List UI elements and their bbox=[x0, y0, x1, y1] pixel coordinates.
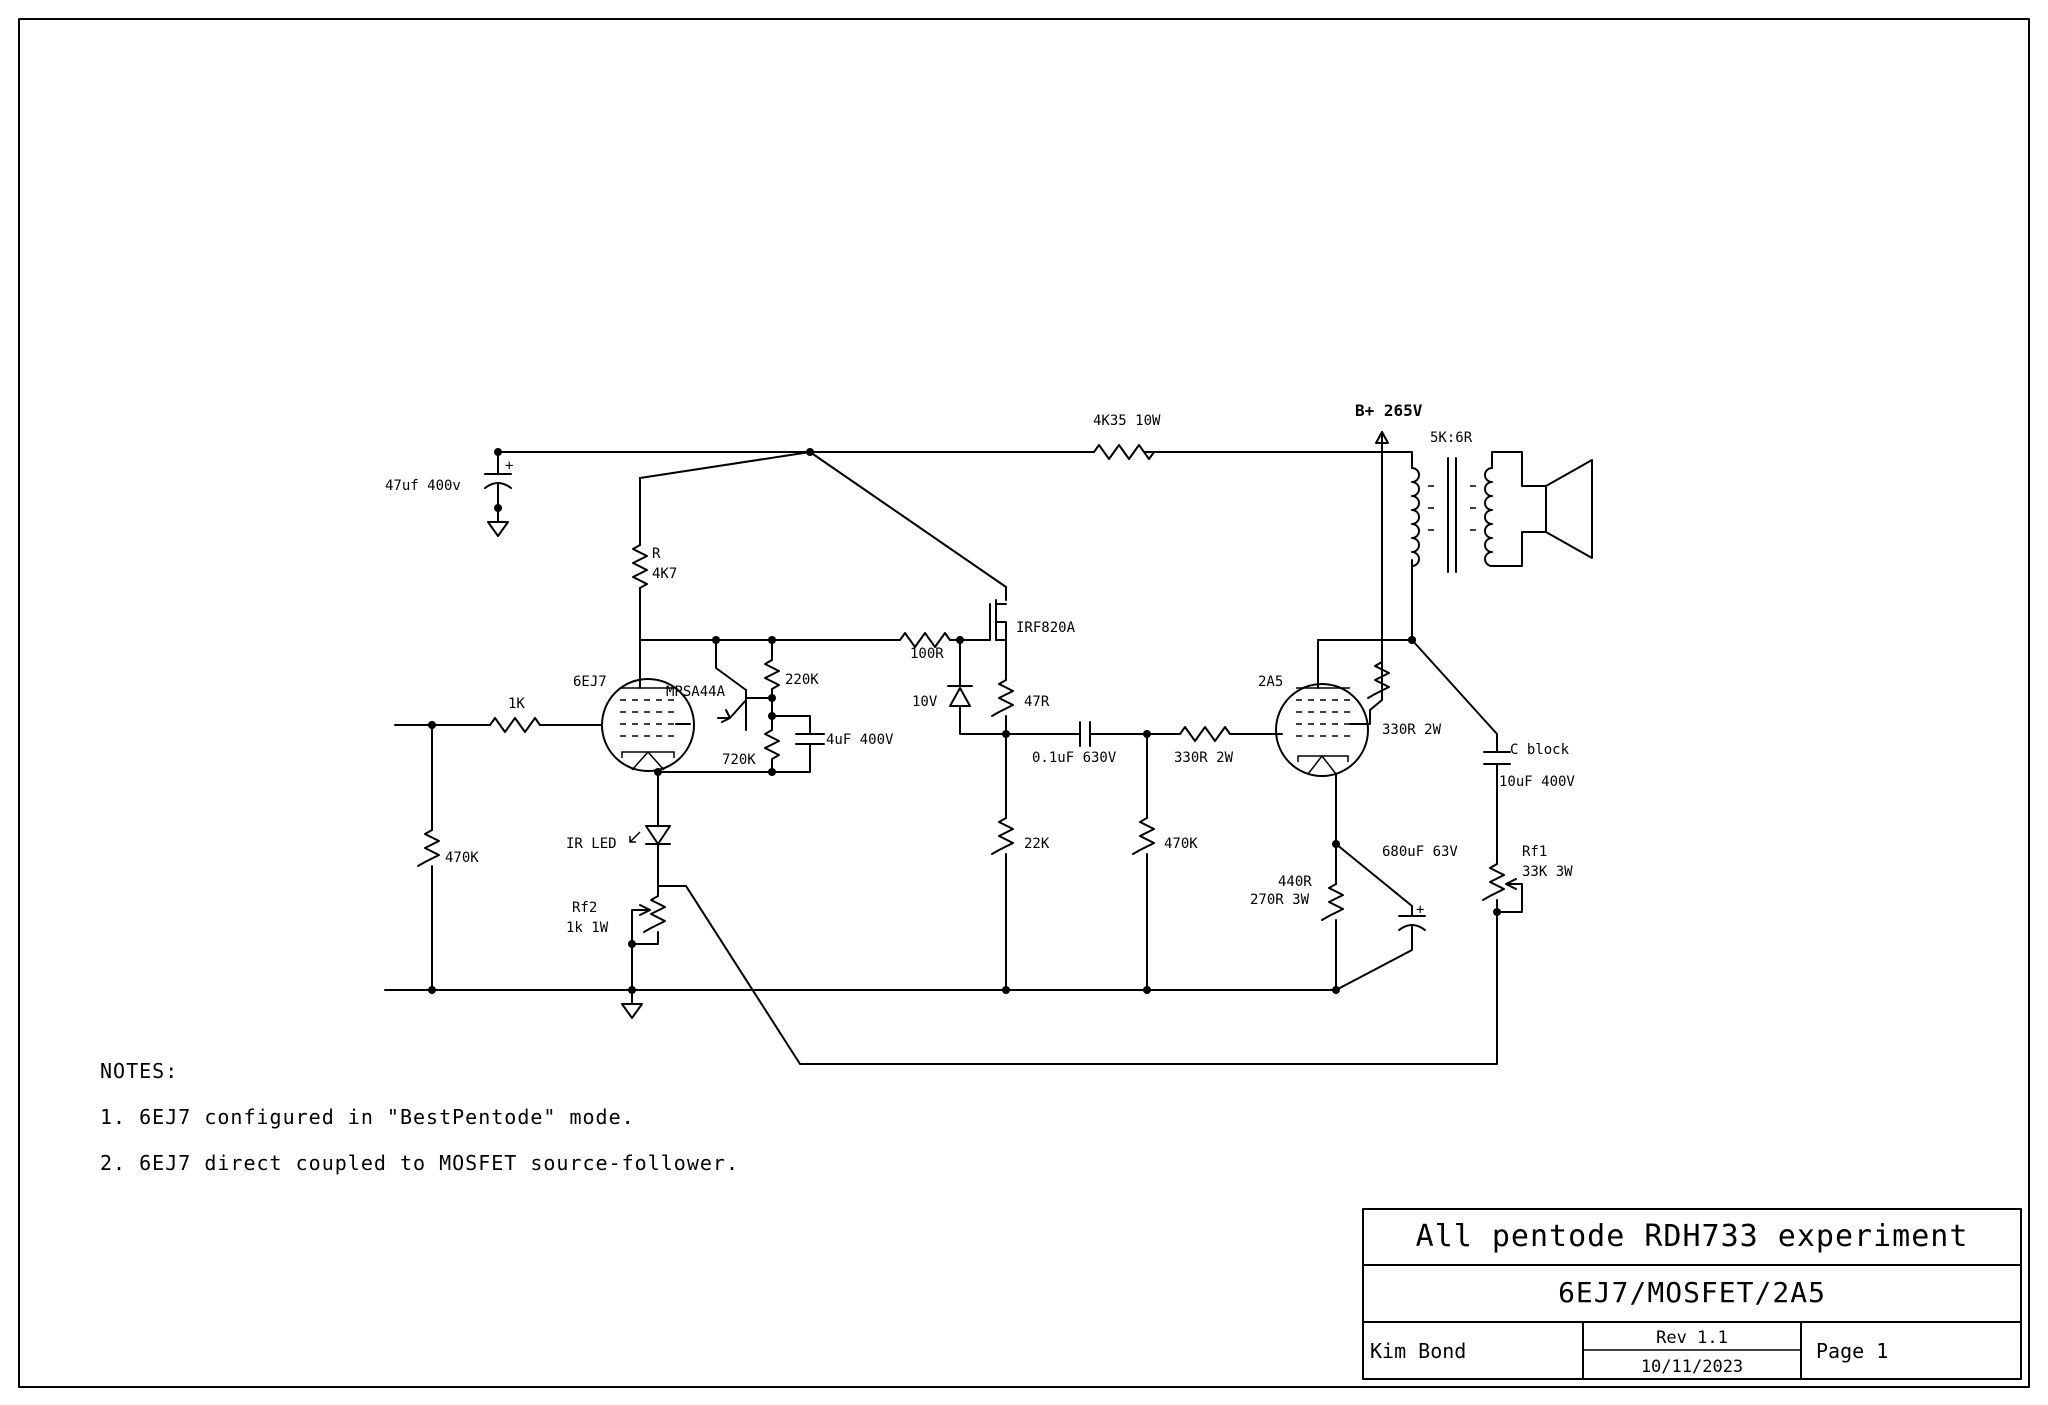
tube-6ej7 bbox=[601, 639, 695, 772]
r-720k-label: 720K bbox=[722, 752, 756, 768]
mosfet-label: IRF820A bbox=[1016, 620, 1076, 636]
rf1-potentiometer bbox=[1482, 863, 1523, 913]
rf2-label: Rf2 bbox=[572, 900, 597, 916]
c-01uf-capacitor bbox=[1005, 721, 1181, 747]
title-block-subtitle: 6EJ7/MOSFET/2A5 bbox=[1558, 1276, 1826, 1309]
r-220k-label: 220K bbox=[785, 672, 819, 688]
notes-heading: NOTES: bbox=[100, 1059, 178, 1083]
title-block bbox=[1362, 1208, 2022, 1380]
title-block-title: All pentode RDH733 experiment bbox=[1416, 1219, 1969, 1254]
r-4k35-label: 4K35 10W bbox=[1093, 413, 1161, 429]
title-block-page: Page 1 bbox=[1816, 1339, 1888, 1363]
ir-led-label: IR LED bbox=[566, 836, 617, 852]
c-47uf-plus: + bbox=[505, 458, 513, 474]
r-470k-in-label: 470K bbox=[445, 850, 479, 866]
r-4k7-resistor bbox=[632, 451, 811, 641]
title-block-author: Kim Bond bbox=[1370, 1339, 1466, 1363]
input-network bbox=[394, 717, 603, 991]
r-100r-resistor bbox=[899, 632, 951, 648]
c-47uf-label: 47uf 400v bbox=[385, 478, 461, 494]
ir-led bbox=[629, 771, 671, 887]
c-block-capacitor bbox=[1411, 639, 1511, 865]
c-680uf-capacitor bbox=[1335, 843, 1426, 991]
tube-2a5 bbox=[1275, 639, 1383, 777]
output-transformer bbox=[1381, 451, 1523, 641]
rf2-potentiometer bbox=[621, 885, 666, 1019]
rf2-value: 1k 1W bbox=[566, 920, 609, 936]
r-1k-label: 1K bbox=[508, 696, 525, 712]
b-plus-label: B+ 265V bbox=[1355, 401, 1423, 420]
c-01uf-label: 0.1uF 630V bbox=[1032, 750, 1117, 766]
c-10uf-label: 10uF 400V bbox=[1499, 774, 1575, 790]
note-1: 1. 6EJ7 configured in "BestPentode" mode… bbox=[100, 1105, 635, 1129]
r-330r-screen-label: 330R 2W bbox=[1382, 722, 1442, 738]
zener-10v bbox=[947, 685, 1007, 735]
speaker bbox=[1521, 459, 1593, 559]
r-22k-resistor bbox=[991, 733, 1014, 991]
transistor-label: MPSA44A bbox=[666, 684, 726, 700]
r-100r-label: 100R bbox=[910, 646, 944, 662]
tube-2a5-label: 2A5 bbox=[1258, 674, 1283, 690]
r-330r-grid-label: 330R 2W bbox=[1174, 750, 1234, 766]
c-4uf-label: 4uF 400V bbox=[826, 732, 894, 748]
r-220k-resistor bbox=[764, 639, 780, 701]
r-plate-name: R bbox=[652, 546, 661, 562]
title-block-revision: Rev 1.1 bbox=[1656, 1328, 1728, 1348]
c-block-label: C block bbox=[1510, 742, 1570, 758]
r-330r-grid-resistor bbox=[1179, 726, 1231, 742]
r-cathode-label-a: 440R bbox=[1278, 874, 1312, 890]
feedback-wire bbox=[657, 885, 1498, 1065]
sheet-border bbox=[18, 18, 2030, 1388]
r-22k-label: 22K bbox=[1024, 836, 1050, 852]
r-470k-grid-label: 470K bbox=[1164, 836, 1198, 852]
r-47r-resistor bbox=[991, 679, 1014, 735]
b-plus-rail bbox=[494, 444, 1383, 460]
c-680uf-plus: + bbox=[1416, 902, 1424, 918]
r-330r-screen-resistor bbox=[1367, 661, 1390, 701]
r-470k-grid-resistor bbox=[1132, 733, 1155, 991]
r-cathode-label-b: 270R 3W bbox=[1250, 892, 1310, 908]
r-720k-resistor bbox=[764, 699, 780, 773]
tube-6ej7-label: 6EJ7 bbox=[573, 674, 607, 690]
c-4uf-capacitor bbox=[771, 715, 825, 773]
plate-2a5-wire bbox=[1317, 559, 1413, 641]
r-plate-value: 4K7 bbox=[652, 566, 677, 582]
title-block-date: 10/11/2023 bbox=[1641, 1357, 1743, 1377]
c-47uf-capacitor bbox=[484, 451, 512, 537]
note-2: 2. 6EJ7 direct coupled to MOSFET source-… bbox=[100, 1151, 739, 1175]
rf1-label: Rf1 bbox=[1522, 844, 1547, 860]
rf1-value: 33K 3W bbox=[1522, 864, 1573, 880]
zener-label: 10V bbox=[912, 694, 938, 710]
transistor-mpsa44a bbox=[715, 639, 773, 731]
r-47r-label: 47R bbox=[1024, 694, 1050, 710]
b-plus-terminal bbox=[1375, 431, 1389, 701]
mosfet-irf820a bbox=[809, 451, 1007, 687]
transformer-label: 5K:6R bbox=[1430, 430, 1473, 446]
c-680uf-label: 680uF 63V bbox=[1382, 844, 1458, 860]
r-cathode-resistor bbox=[1321, 843, 1344, 991]
